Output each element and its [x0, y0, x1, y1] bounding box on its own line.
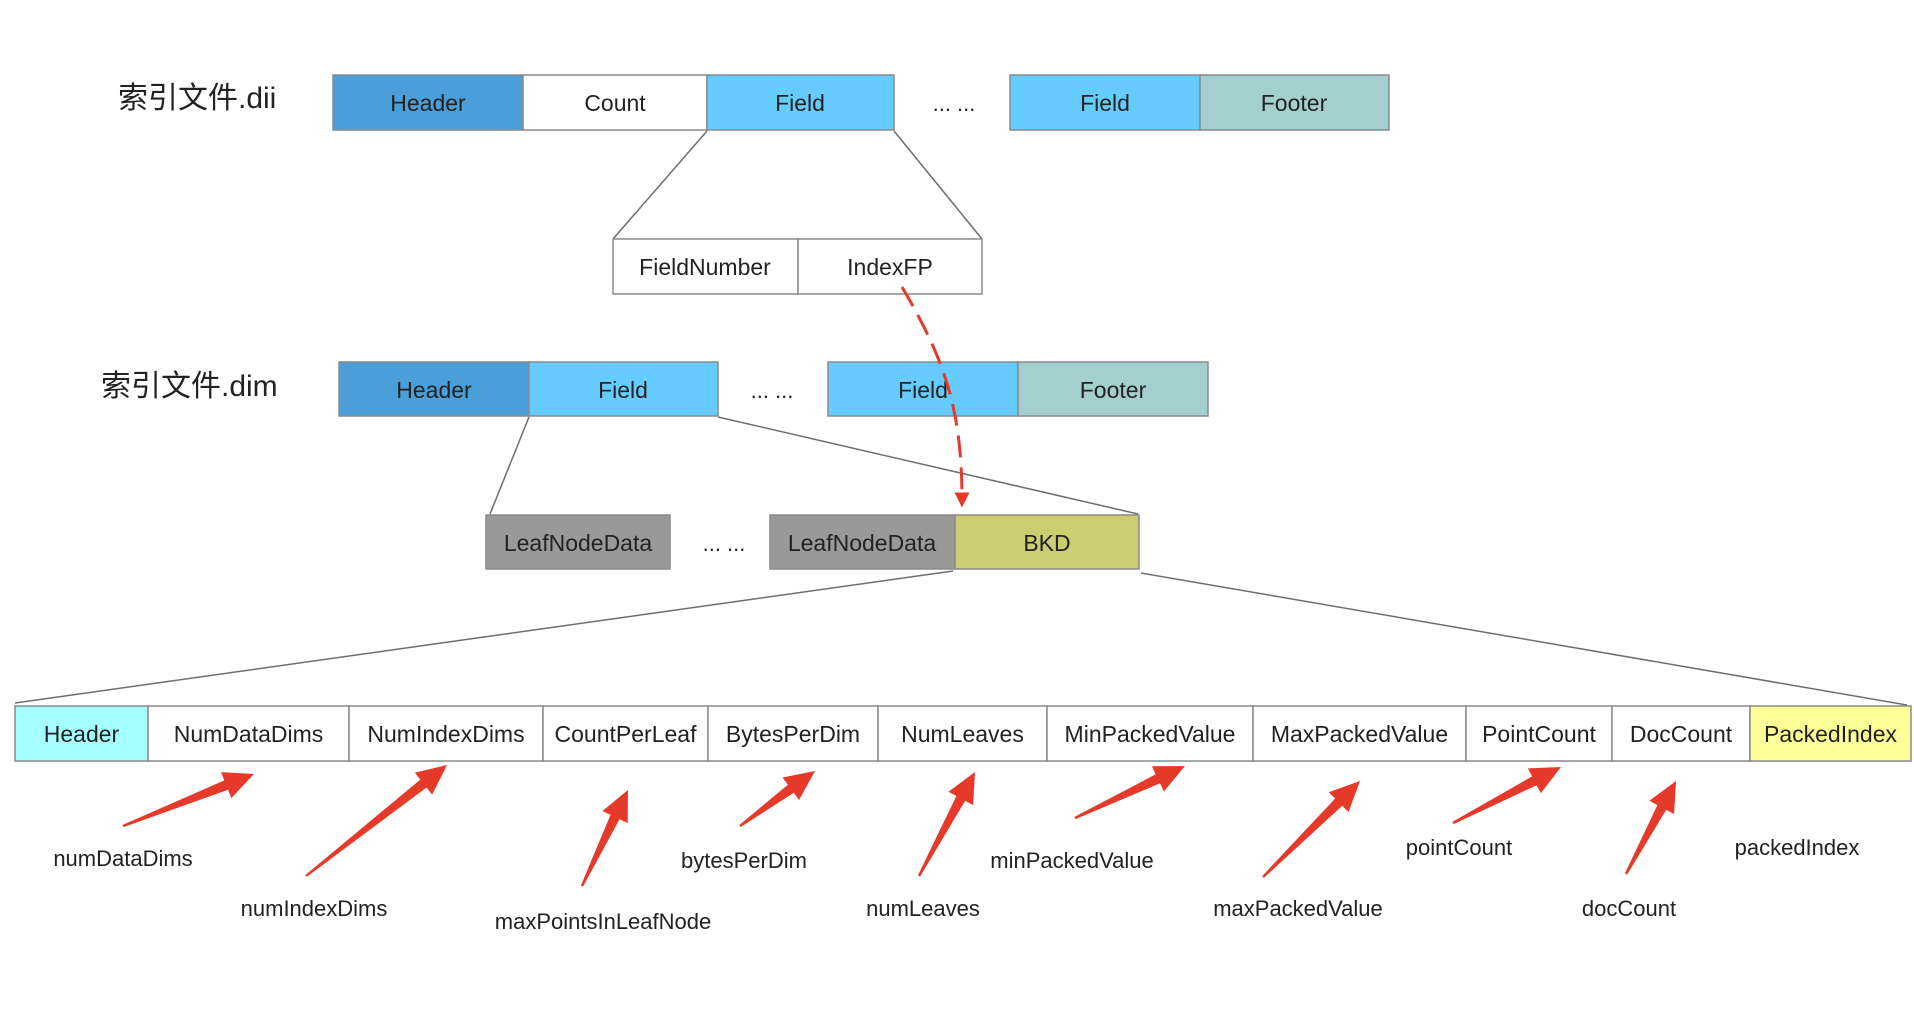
bkd-field-numindexdims-box	[348, 705, 544, 762]
bkd-field-countperleaf-label: CountPerLeaf	[555, 721, 698, 747]
bkd-field-doccount-label: DocCount	[1630, 721, 1733, 747]
bkd-field-pointcount-box	[1465, 705, 1613, 762]
dii-footer-box	[1199, 74, 1390, 131]
bkd-box	[954, 514, 1140, 570]
dim-field-connector-right	[717, 416, 1139, 515]
numleaves-pointer-arrow	[917, 772, 975, 877]
bkd-field-minpackedvalue-label: MinPackedValue	[1065, 721, 1236, 747]
fieldnumber-box	[612, 238, 799, 295]
minpackedvalue-pointer-arrow	[1074, 766, 1185, 820]
bkd-field-row: Header NumDataDims NumIndexDims CountPerLea…	[14, 705, 1912, 762]
dii-footer-label: Footer	[1261, 90, 1328, 116]
bkd-field-numleaves-box	[877, 705, 1048, 762]
annotation-minpackedvalue: minPackedValue	[990, 848, 1153, 873]
fieldnumber-label: FieldNumber	[639, 254, 771, 280]
dii-count-box	[522, 74, 708, 131]
bkd-field-maxpackedvalue-label: MaxPackedValue	[1271, 721, 1448, 747]
leafnodedata-box-2	[769, 514, 956, 570]
pointcount-pointer-arrow	[1452, 767, 1561, 825]
leaf-ellipsis: ... ...	[703, 531, 746, 556]
bkd-field-countperleaf-box	[542, 705, 709, 762]
annotation-doccount: docCount	[1582, 896, 1676, 921]
annotation-bytesperdim: bytesPerDim	[681, 848, 807, 873]
dim-title: 索引文件.dim	[101, 370, 278, 403]
dii-field-box	[706, 74, 895, 131]
dii-field-connector-left	[612, 130, 708, 240]
dii-count-label: Count	[584, 90, 646, 116]
dii-title: 索引文件.dii	[118, 82, 276, 115]
dim-footer-box	[1017, 361, 1209, 417]
dii-field-label-2: Field	[1080, 90, 1130, 116]
dim-field-box-2	[827, 361, 1019, 417]
annotation-numleaves: numLeaves	[866, 896, 980, 921]
dii-ellipsis: ... ...	[933, 91, 976, 116]
dim-footer-label: Footer	[1080, 377, 1147, 403]
annotation-packedindex: packedIndex	[1735, 835, 1860, 860]
annotation-numdatadims: numDataDims	[53, 846, 192, 871]
dii-field-connector-right	[893, 130, 983, 240]
bkd-field-numdatadims-box	[147, 705, 350, 762]
maxpointsinleafnode-pointer-arrow	[580, 790, 628, 887]
dim-ellipsis: ... ...	[751, 378, 794, 403]
dii-header-box	[332, 74, 524, 131]
annotation-arrows	[122, 765, 1676, 887]
annotation-maxpointsinleafnode: maxPointsInLeafNode	[495, 909, 711, 934]
leaf-row: LeafNodeData ... ... LeafNodeData BKD	[485, 514, 1140, 570]
annotation-numindexdims: numIndexDims	[241, 896, 388, 921]
dim-field-label: Field	[598, 377, 648, 403]
dim-field-connector-left	[489, 416, 530, 515]
dim-header-box	[338, 361, 530, 417]
bkd-field-packedindex-label: PackedIndex	[1764, 721, 1897, 747]
leafnodedata-label-2: LeafNodeData	[788, 530, 937, 556]
bkd-connector-right	[1140, 572, 1908, 706]
numindexdims-pointer-arrow	[305, 765, 447, 877]
bkd-label: BKD	[1023, 530, 1070, 556]
bkd-field-numleaves-label: NumLeaves	[901, 721, 1024, 747]
bkd-field-minpackedvalue-box	[1046, 705, 1254, 762]
bkd-field-header-label: Header	[44, 721, 120, 747]
bkd-field-numindexdims-label: NumIndexDims	[367, 721, 524, 747]
field-detail-row: FieldNumber IndexFP	[612, 238, 983, 295]
dim-header-label: Header	[396, 377, 472, 403]
bytesperdim-pointer-arrow	[739, 771, 815, 827]
annotation-pointcount: pointCount	[1406, 835, 1512, 860]
numdatadims-pointer-arrow	[122, 772, 254, 828]
dii-header-label: Header	[390, 90, 466, 116]
dim-field-label-2: Field	[898, 377, 948, 403]
bkd-field-bytesperdim-box	[707, 705, 879, 762]
bkd-field-bytesperdim-label: BytesPerDim	[726, 721, 860, 747]
leafnodedata-box-1	[485, 514, 671, 570]
leafnodedata-label-1: LeafNodeData	[504, 530, 653, 556]
bkd-field-numdatadims-label: NumDataDims	[174, 721, 324, 747]
dim-field-box	[528, 361, 719, 417]
maxpackedvalue-pointer-arrow	[1262, 781, 1360, 878]
bkd-field-packedindex-box	[1749, 705, 1912, 762]
dii-field-label: Field	[775, 90, 825, 116]
bkd-connector-left	[14, 570, 954, 704]
dii-row: Header Count Field ... ... Field Footer	[332, 74, 1390, 131]
annotation-labels: numDataDims numIndexDims maxPointsInLeaf…	[53, 835, 1859, 934]
annotation-maxpackedvalue: maxPackedValue	[1213, 896, 1383, 921]
indexfp-pointer-arrow	[900, 286, 970, 508]
indexfp-box	[797, 238, 983, 295]
bkd-field-pointcount-label: PointCount	[1482, 721, 1596, 747]
dim-row: Header Field ... ... Field Footer	[338, 361, 1209, 417]
indexfp-label: IndexFP	[847, 254, 933, 280]
doccount-pointer-arrow	[1624, 781, 1676, 875]
bkd-field-doccount-box	[1611, 705, 1751, 762]
bkd-field-maxpackedvalue-box	[1252, 705, 1467, 762]
